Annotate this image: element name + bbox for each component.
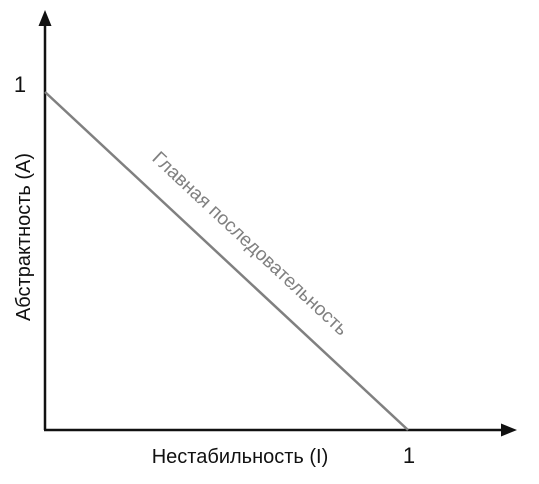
y-axis-label: Абстрактность (A) [13,153,35,321]
x-axis-label: Нестабильность (I) [152,446,329,468]
main-sequence-label: Главная последовательность [148,148,352,340]
y-tick-label: 1 [14,72,26,97]
y-axis [38,10,52,430]
main-sequence-line [44,91,409,431]
x-axis [44,423,517,437]
x-tick-label: 1 [403,443,415,468]
x-axis-arrow-icon [501,423,517,437]
y-axis-arrow-icon [38,10,52,26]
